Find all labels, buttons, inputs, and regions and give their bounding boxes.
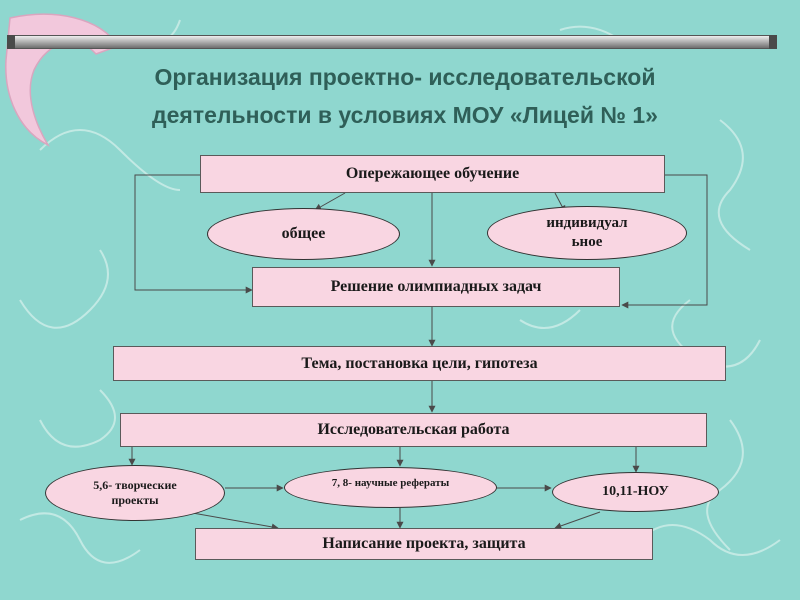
oval-grades-5-6: 5,6- творческие проекты bbox=[45, 465, 225, 521]
oval-grades-10-11-label: 10,11-НОУ bbox=[602, 483, 669, 501]
oval-grades-5-6-label: 5,6- творческие проекты bbox=[76, 478, 194, 508]
box-writing: Написание проекта, защита bbox=[195, 528, 653, 560]
box-olympiad: Решение олимпиадных задач bbox=[252, 267, 620, 307]
box-writing-label: Написание проекта, защита bbox=[322, 535, 525, 553]
oval-general: общее bbox=[207, 208, 400, 260]
oval-grades-10-11: 10,11-НОУ bbox=[552, 472, 719, 512]
box-topic: Тема, постановка цели, гипотеза bbox=[113, 346, 726, 381]
box-topic-label: Тема, постановка цели, гипотеза bbox=[301, 355, 537, 373]
box-advanced-learning: Опережающее обучение bbox=[200, 155, 665, 193]
oval-individual-label: индивидуал ьное bbox=[536, 214, 638, 252]
oval-grades-7-8-label: 7, 8- научные рефераты bbox=[332, 477, 449, 491]
box-olympiad-label: Решение олимпиадных задач bbox=[331, 278, 542, 296]
oval-general-label: общее bbox=[282, 224, 326, 244]
box-research-label: Исследовательская работа bbox=[317, 421, 509, 439]
box-advanced-learning-label: Опережающее обучение bbox=[346, 165, 519, 183]
connector-grades-10-11-to-writing bbox=[555, 512, 600, 528]
oval-individual: индивидуал ьное bbox=[487, 206, 687, 260]
oval-grades-7-8: 7, 8- научные рефераты bbox=[284, 467, 497, 508]
box-research: Исследовательская работа bbox=[120, 413, 707, 447]
